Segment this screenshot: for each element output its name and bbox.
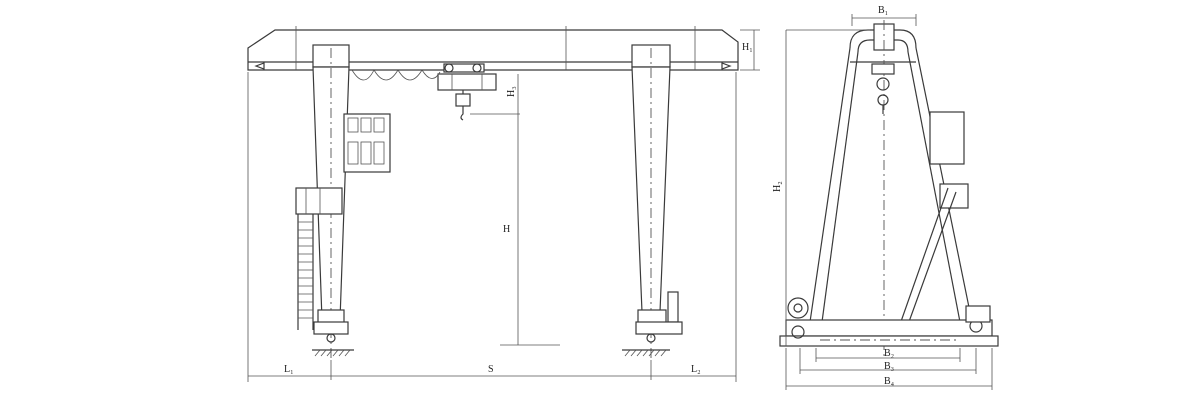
ground-hatching [312,349,670,357]
side-base [779,297,999,347]
electric-hoist [437,63,497,121]
operator-cabin [343,113,391,173]
side-dimensions [785,14,993,390]
side-hoist [871,63,895,114]
ladder [295,187,343,330]
dim-label-b2: B₂ [884,348,894,359]
dim-label-h1: H₁ [742,42,753,53]
front-view: H₁ H₃ H L₁ S L₂ [247,26,760,382]
side-cabin [897,111,969,331]
dim-label-h3: H₃ [506,86,517,97]
front-dimensions [247,29,760,382]
right-leg [631,44,683,360]
dim-label-l1: L₁ [284,364,294,375]
dim-label-b4: B₄ [884,376,895,387]
dim-label-b3: B₃ [884,361,894,372]
a-frame [809,20,973,360]
festoon-cable [351,69,441,81]
dim-label-h: H [503,224,510,235]
dim-label-s: S [488,364,494,375]
dim-label-b1: B₁ [878,5,888,16]
side-view: B₁ H₂ B₂ B₃ B₄ [772,5,999,390]
dim-label-h2: H₂ [772,181,783,192]
dim-label-l2: L₂ [691,364,701,375]
